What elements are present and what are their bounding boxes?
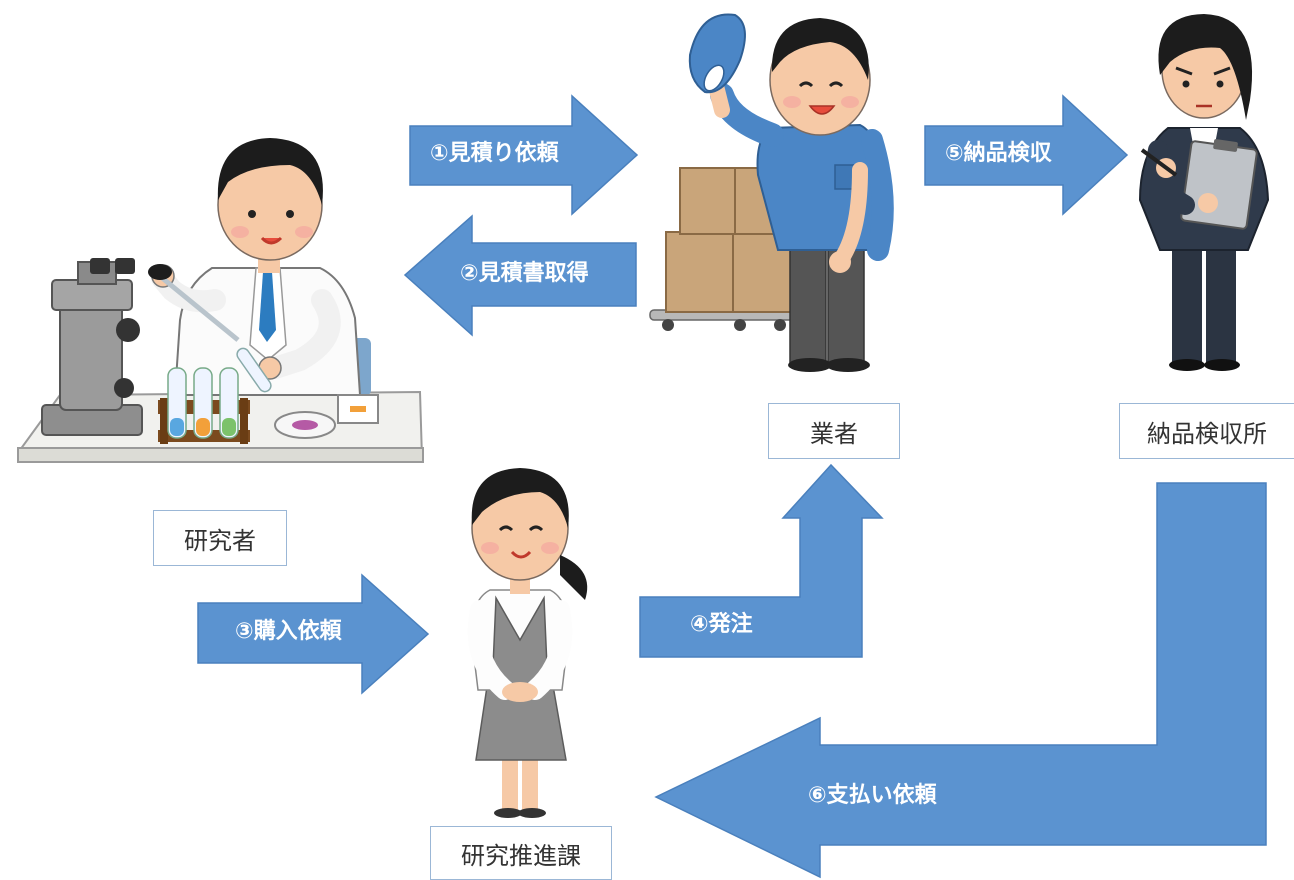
step3-label: ③購入依頼 bbox=[235, 619, 342, 644]
step6-label: ⑥支払い依頼 bbox=[808, 783, 937, 808]
step2-label: ②見積書取得 bbox=[460, 261, 589, 286]
arrow-step4 bbox=[639, 463, 884, 658]
step5-label: ⑤納品検収 bbox=[945, 141, 1052, 166]
scientist-at-lab-bench-icon bbox=[17, 138, 424, 464]
arrow-step3 bbox=[197, 573, 430, 695]
delivery-worker-with-boxes-icon bbox=[649, 13, 894, 372]
arrow-step5 bbox=[924, 94, 1129, 216]
step1-label: ①見積り依頼 bbox=[430, 141, 559, 166]
arrow-step1 bbox=[409, 94, 639, 216]
inspection-office-label: 納品検収所 bbox=[1119, 403, 1294, 459]
inspector-with-clipboard-icon bbox=[1138, 14, 1270, 371]
arrow-step6 bbox=[654, 482, 1267, 879]
step4-label: ④発注 bbox=[690, 612, 753, 637]
research-promotion-label: 研究推進課 bbox=[430, 826, 612, 880]
researcher-label: 研究者 bbox=[153, 510, 287, 566]
vendor-label: 業者 bbox=[768, 403, 900, 459]
arrow-step2 bbox=[403, 214, 637, 337]
office-staff-woman-icon bbox=[467, 468, 588, 818]
